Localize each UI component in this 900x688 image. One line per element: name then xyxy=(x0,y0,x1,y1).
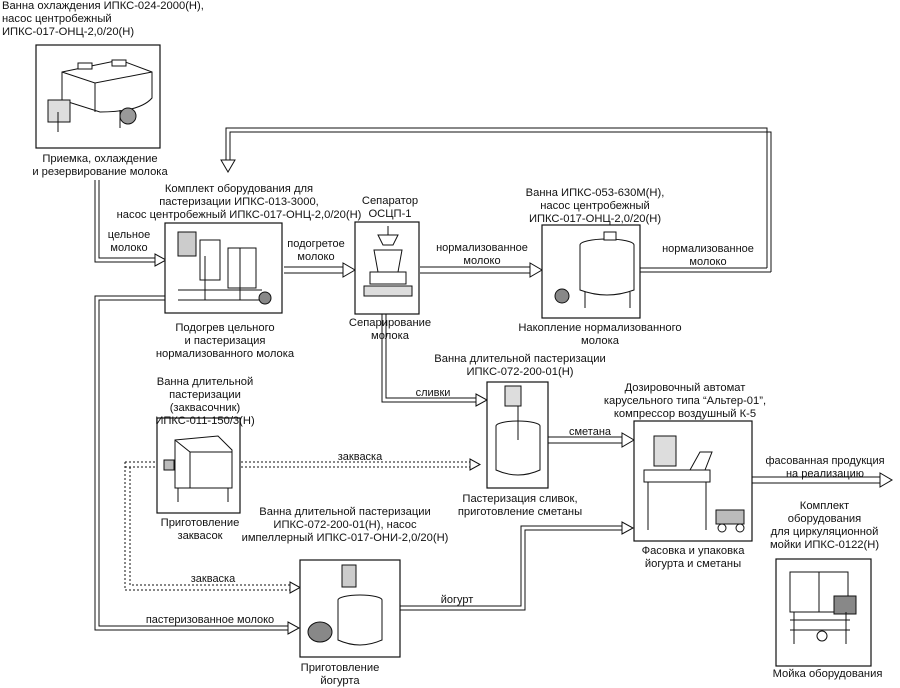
cream-bath-equipment-label: Ванна длительной пастеризации ИПКС-072-2… xyxy=(434,353,606,378)
cream-bath-process-label: Пастеризация сливок, приготовление смета… xyxy=(457,493,583,518)
yogurt-equipment-label: Ванна длительной пастеризации ИПКС-072-2… xyxy=(241,506,449,544)
storage-equipment-label: Ванна ИПКС-053-630М(Н), насос центробежн… xyxy=(525,187,665,225)
flow-label-finished-product: фасованная продукция на реализацию xyxy=(765,455,885,480)
flow-label-heated-milk: подогретое молоко xyxy=(287,238,345,263)
yogurt-tank-icon xyxy=(307,564,383,646)
cooling-bath-process-label: Приемка, охлаждение и резервирование мол… xyxy=(32,153,168,178)
flow-label-normalized-2: нормализованное молоко xyxy=(662,243,754,268)
separator-process-label: Сепарирование молока xyxy=(348,317,432,342)
starter-process-label: Приготовление заквасок xyxy=(160,517,240,542)
pasteurizer-icon xyxy=(177,231,272,305)
cooling-bath-box xyxy=(35,44,161,149)
starter-tank-icon xyxy=(163,435,233,502)
filler-box xyxy=(633,420,753,542)
flow-label-starter-1: закваска xyxy=(337,451,383,463)
cream-tank-box xyxy=(486,381,549,489)
separator-icon xyxy=(363,226,413,297)
pasteurized-milk-arrow xyxy=(94,295,288,631)
cip-unit-box xyxy=(775,558,872,667)
flow-label-pasteurized-milk: пастеризованное молоко xyxy=(145,614,275,626)
whole-milk-arrow xyxy=(94,180,155,263)
cream-tank-icon xyxy=(495,385,541,476)
pasteurizer-process-label: Подогрев цельного и пастеризация нормали… xyxy=(155,322,295,360)
starter-equipment-label: Ванна длительной пастеризации (заквасочн… xyxy=(155,376,255,427)
pasteurizer-box xyxy=(164,222,283,314)
cooling-bath-equipment-label: Ванна охлаждения ИПКС-024-2000(Н), насос… xyxy=(2,0,204,38)
yogurt-arrow xyxy=(400,529,622,611)
flow-label-starter-2: закваска xyxy=(190,573,236,585)
separator-equipment-label: Сепаратор ОСЦП-1 xyxy=(361,195,419,220)
flow-label-yogurt: йогурт xyxy=(440,594,474,606)
yogurt-tank-box xyxy=(299,559,401,658)
return-loop-arrow xyxy=(225,127,768,268)
storage-process-label: Накопление нормализованного молока xyxy=(518,322,682,347)
separator-box xyxy=(354,221,420,315)
flow-label-whole-milk: цельное молоко xyxy=(107,229,151,254)
filler-icon xyxy=(643,435,745,533)
cip-unit-icon xyxy=(789,571,857,644)
filler-equipment-label: Дозировочный автомат карусельного типа “… xyxy=(603,382,767,420)
cip-process-label: Мойка оборудования xyxy=(772,668,883,680)
cream-arrow xyxy=(381,314,476,403)
storage-tank-icon xyxy=(554,231,635,308)
pasteurizer-equipment-label: Комплект оборудования для пастеризации И… xyxy=(116,183,362,221)
starter-tank-box xyxy=(156,417,241,514)
flow-label-cream: сливки xyxy=(415,387,451,399)
flow-label-sour-cream: сметана xyxy=(568,426,612,438)
yogurt-process-label: Приготовление йогурта xyxy=(300,662,380,687)
flow-label-normalized-1: нормализованное молоко xyxy=(436,242,528,267)
storage-tank-box xyxy=(541,224,641,319)
cip-equipment-label: Комплект оборудования для циркуляционной… xyxy=(769,500,880,551)
filler-process-label: Фасовка и упаковка йогурта и сметаны xyxy=(641,545,745,570)
cooling-bath-icon xyxy=(47,59,153,132)
